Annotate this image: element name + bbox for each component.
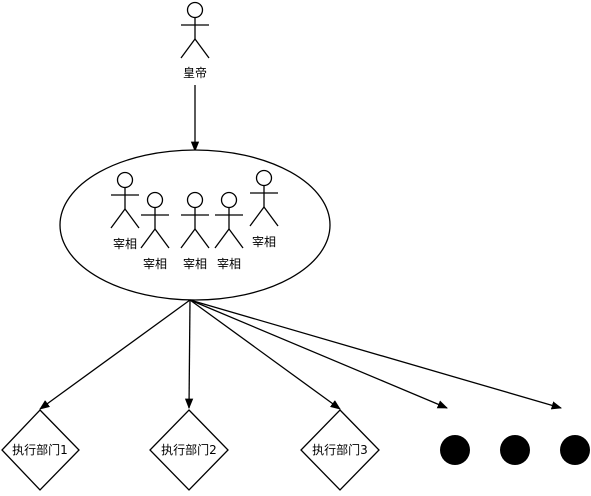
minister-label: 宰相	[252, 234, 276, 249]
minister-label: 宰相	[113, 236, 137, 251]
council-to-dept2-arrow	[184, 299, 194, 410]
department-label: 执行部门2	[161, 442, 217, 457]
emperor-actor-icon	[180, 1, 210, 59]
ellipsis-dot	[500, 435, 530, 465]
department-diamond	[1, 409, 80, 491]
minister-actor-icon	[249, 169, 279, 227]
minister-actor-icon	[140, 191, 170, 249]
ellipsis-dot	[560, 435, 590, 465]
council-to-dept3-arrow	[189, 299, 341, 410]
emperor-label: 皇帝	[183, 65, 207, 80]
minister-actor-icon	[180, 191, 210, 249]
council-to-more-arrow	[189, 299, 562, 410]
minister-actor-icon	[110, 171, 140, 229]
minister-actor-icon	[214, 191, 244, 249]
ellipsis-dot	[440, 435, 470, 465]
department-label: 执行部门3	[312, 442, 368, 457]
department-diamond	[149, 409, 229, 491]
minister-label: 宰相	[183, 256, 207, 271]
council-to-more-arrow	[189, 299, 448, 409]
council-to-dept1-arrow	[39, 299, 191, 410]
minister-label: 宰相	[143, 256, 167, 271]
department-diamond	[300, 409, 380, 491]
department-label: 执行部门1	[12, 442, 68, 457]
minister-label: 宰相	[217, 256, 241, 271]
